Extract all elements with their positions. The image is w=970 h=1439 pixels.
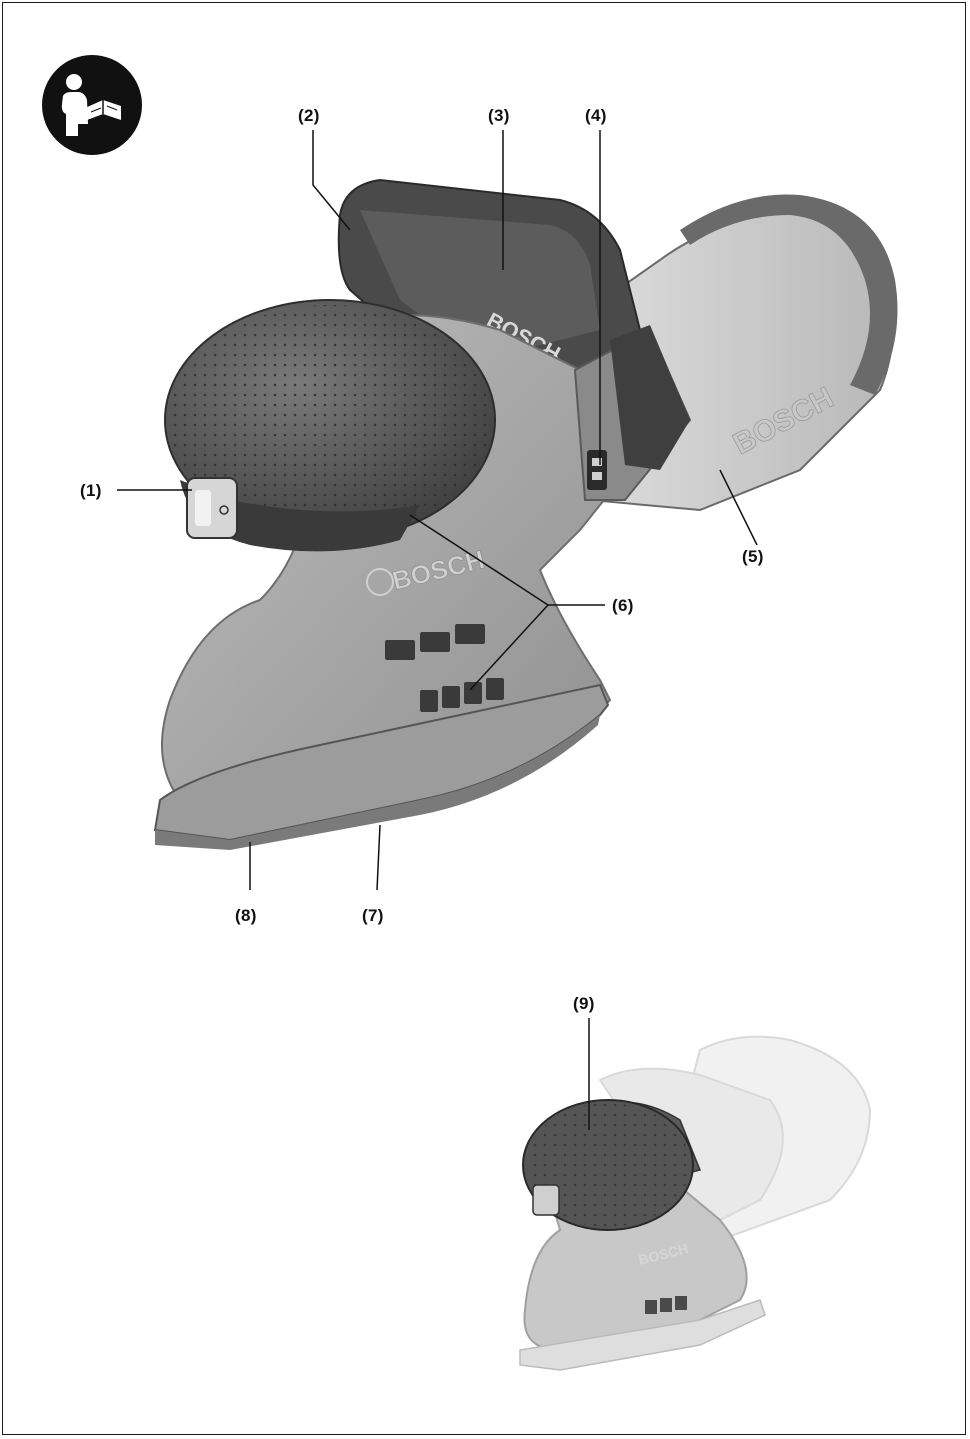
- callout-1: (1): [80, 481, 102, 500]
- read-manual-icon: [42, 55, 142, 155]
- small-sander-body: BOSCH: [519, 1099, 766, 1371]
- sander-grip: [164, 299, 496, 552]
- sander-housing: BOSCH: [161, 314, 692, 824]
- sanding-plate: [153, 683, 610, 850]
- charge-indicator: [587, 450, 607, 490]
- callout-5: (5): [742, 547, 764, 566]
- leader-lines: [117, 130, 758, 891]
- on-off-switch: [186, 477, 238, 539]
- callout-3: (3): [488, 106, 510, 125]
- callout-7: (7): [362, 906, 384, 925]
- callout-6: (6): [612, 596, 634, 615]
- callout-2: (2): [298, 106, 320, 125]
- callout-4: (4): [585, 106, 607, 125]
- callout-8: (8): [235, 906, 257, 925]
- callout-9: (9): [573, 994, 595, 1013]
